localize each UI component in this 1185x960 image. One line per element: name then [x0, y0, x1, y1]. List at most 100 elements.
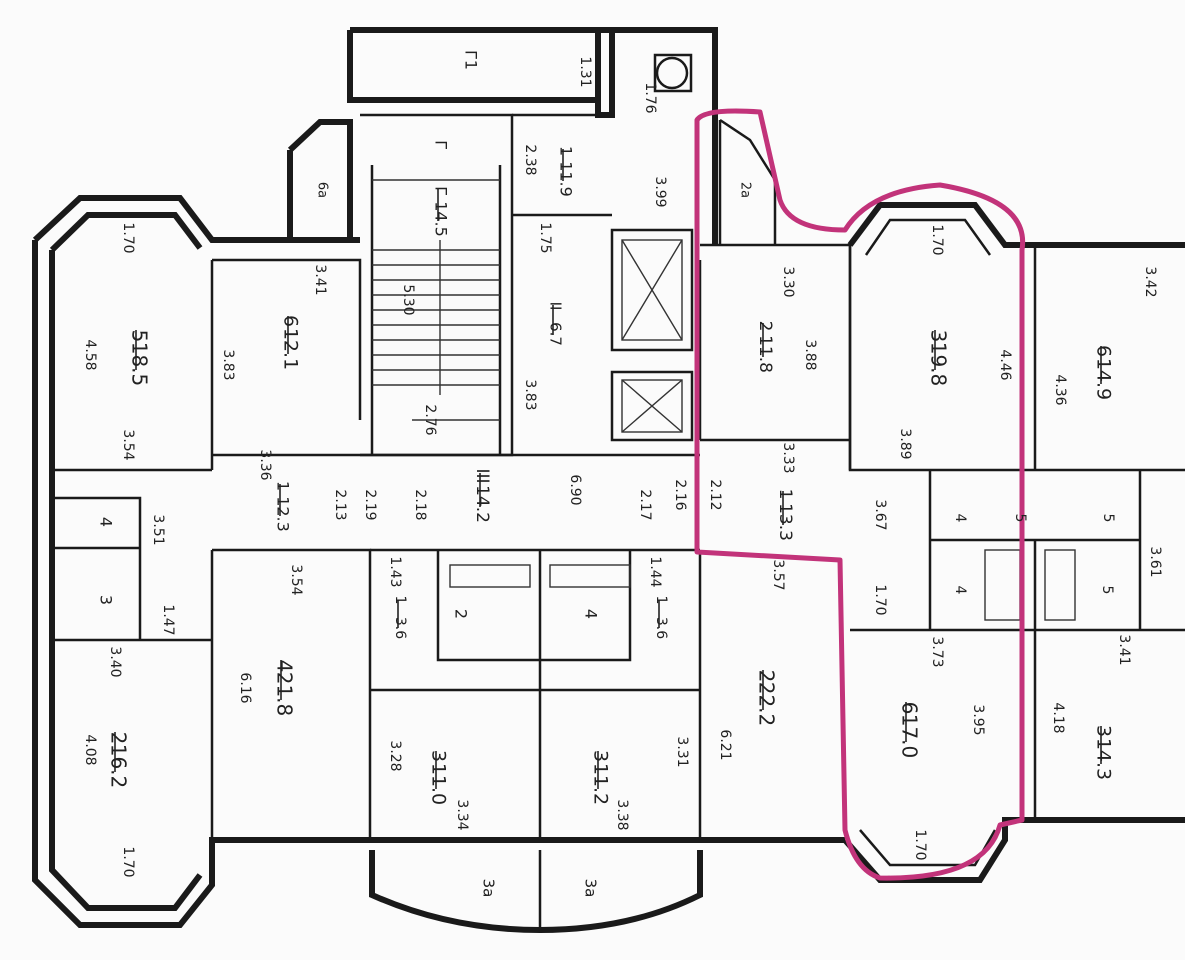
dimension-33: 1.75	[537, 222, 553, 253]
dimension-4: 3.54	[120, 429, 136, 460]
room-6a-number: 6а	[315, 182, 330, 198]
room-3-center-a-area: 11.0	[428, 763, 450, 805]
room-6-right-area: 14.9	[1093, 358, 1115, 400]
room-5-right-wc-number: 5	[1099, 586, 1115, 595]
dimension-18: 3.28	[387, 740, 403, 771]
dimension-12: 4.08	[82, 734, 98, 765]
dimension-37: 3.88	[802, 339, 818, 370]
room-II-area: 6.7	[547, 322, 565, 346]
dimension-0: 1.70	[120, 222, 136, 253]
dimension-10: 1.47	[160, 604, 176, 635]
dimension-19: 3.34	[454, 799, 470, 830]
dimension-32: 3.99	[652, 176, 668, 207]
room-5-left-area: 18.5	[128, 342, 152, 387]
room-1-center-a-area: 3.6	[392, 617, 408, 639]
room-3a-right-number: 3a	[582, 879, 600, 898]
room-4-center-bath-number: 4	[582, 609, 601, 619]
room-3-center-b-area: 11.2	[590, 763, 612, 805]
dimension-41: 3.33	[780, 442, 796, 473]
room-1-left-area: 12.3	[274, 496, 293, 532]
room-3-center-b-number: 3	[590, 750, 612, 762]
dimension-2: 4.58	[82, 339, 98, 370]
room-2-right-big-area: 22.2	[755, 682, 779, 727]
room-6-left-number: 6	[280, 315, 302, 327]
dimension-22: 6.21	[717, 729, 733, 760]
dimension-11: 3.40	[107, 646, 123, 677]
dimension-13: 1.70	[120, 846, 136, 877]
apartment-boundary-outline	[694, 108, 1026, 881]
dimension-35: 1.76	[642, 82, 658, 113]
room-2-center-bath-number: 2	[452, 609, 471, 619]
dimension-24: 2.17	[637, 489, 653, 520]
dimension-14: 3.54	[288, 564, 304, 595]
dimension-39: 4.46	[997, 349, 1013, 380]
room-1-right-area: 13.3	[775, 503, 795, 541]
dimension-23: 3.57	[770, 559, 786, 590]
dimension-44: 3.67	[872, 499, 888, 530]
room-III-hall-area: 14.2	[472, 485, 492, 523]
stair-treads	[372, 240, 500, 395]
room-1-top-area: 11.9	[557, 161, 576, 197]
dimension-9: 3.51	[150, 514, 166, 545]
dimension-48: 4.18	[1050, 702, 1066, 733]
room-3-left-bath-number: 3	[97, 595, 116, 605]
room-3-center-a-number: 3	[428, 750, 450, 762]
dimension-15: 6.16	[237, 672, 253, 703]
room-2-left-area: 16.2	[107, 744, 131, 789]
room-4-right-bath-number: 4	[952, 514, 968, 523]
dimension-49: 3.41	[1116, 634, 1132, 665]
room-5-left-number: 5	[128, 330, 152, 343]
room-2-right-number: 2	[755, 321, 775, 332]
room-4-center-area: 21.8	[273, 672, 297, 717]
dimension-28: 5.30	[400, 284, 416, 315]
dimension-17: 1.44	[647, 556, 663, 587]
room-II-number: II	[547, 302, 565, 311]
room-1-center-a-number: 1	[392, 596, 408, 605]
room-G-stair-number: Г	[432, 186, 451, 196]
dimension-16: 1.43	[387, 556, 403, 587]
room-G-top-number: Г	[432, 140, 451, 150]
room-2a-number: 2а	[738, 182, 753, 198]
room-1-center-b-number: 1	[653, 596, 669, 605]
dimension-29: 2.76	[422, 404, 438, 435]
room-6-right-number: 6	[1093, 345, 1115, 357]
dimension-26: 2.12	[707, 479, 723, 510]
dimension-31: 2.38	[522, 144, 538, 175]
room-III-hall-number: III	[472, 468, 492, 483]
room-4-left-bath-number: 4	[97, 517, 116, 527]
dimension-25: 2.16	[672, 479, 688, 510]
room-4-right-bath-b-number: 4	[952, 586, 968, 595]
dimension-46: 3.73	[929, 636, 945, 667]
dimension-38: 1.70	[929, 224, 945, 255]
room-5-right-bath-number: 5	[1012, 514, 1028, 523]
room-2-left-number: 2	[107, 732, 131, 745]
dimension-45: 1.70	[872, 584, 888, 615]
dimension-8: 2.18	[412, 489, 428, 520]
dimension-51: 3.61	[1147, 546, 1163, 577]
room-1-center-b-area: 3.6	[653, 617, 669, 639]
room-1-left-number: 1	[274, 481, 293, 491]
dimension-20: 3.38	[614, 799, 630, 830]
dimension-6: 2.13	[332, 489, 348, 520]
room-G1-number: Г1	[462, 50, 481, 70]
dimension-30: 3.83	[522, 379, 538, 410]
dimension-36: 3.30	[780, 266, 796, 297]
room-1-top-number: 1	[557, 146, 576, 156]
room-1-right-number: 1	[775, 489, 795, 500]
dimension-5: 3.36	[257, 449, 273, 480]
room-3-right-number: 3	[927, 330, 951, 343]
room-6-right-low-area: 17.0	[898, 714, 922, 759]
room-5-right-bath-b-number: 5	[1100, 514, 1116, 523]
room-6-left-area: 12.1	[280, 328, 302, 370]
room-3a-left-number: 3a	[480, 879, 498, 898]
dimension-50: 1.70	[912, 829, 928, 860]
dimension-3: 3.83	[220, 349, 236, 380]
dimension-43: 4.36	[1052, 374, 1068, 405]
dimension-47: 3.95	[970, 704, 986, 735]
dimension-40: 3.89	[897, 428, 913, 459]
room-6-right-low-number: 6	[898, 702, 922, 715]
dimension-21: 3.31	[674, 736, 690, 767]
